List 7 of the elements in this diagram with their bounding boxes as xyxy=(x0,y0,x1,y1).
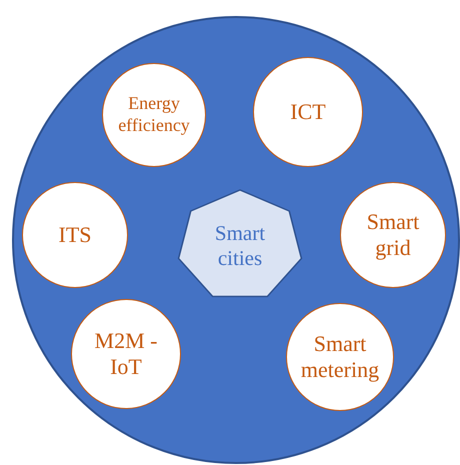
node-label: Smart grid xyxy=(366,208,420,262)
node-label: ITS xyxy=(58,222,92,248)
node-label: ICT xyxy=(289,98,327,126)
node-label: Energy efficiency xyxy=(117,93,191,137)
node-label: Smart cities xyxy=(214,220,266,272)
node-label: Smart metering xyxy=(300,330,380,384)
node-label: M2M - IoT xyxy=(94,328,158,380)
